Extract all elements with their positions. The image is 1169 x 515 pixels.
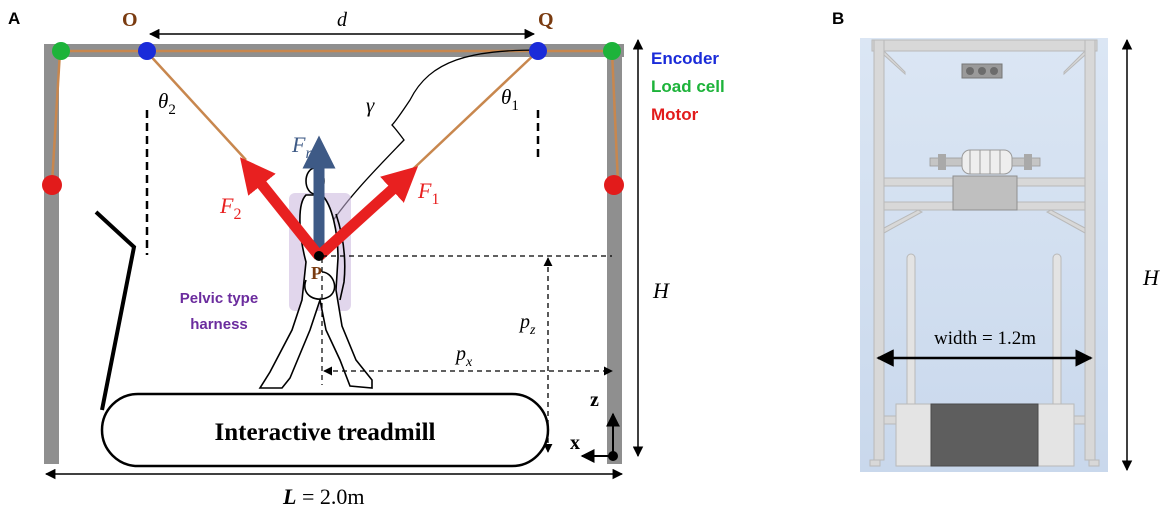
motor-left-marker <box>42 175 62 195</box>
harness-label-line2: harness <box>190 316 248 333</box>
axis-x-label: x <box>570 432 580 454</box>
gamma-brace <box>329 49 541 226</box>
render-motor-housing <box>952 175 1018 211</box>
force-f2-label: F2 <box>219 193 241 223</box>
height-h-label-a: H <box>652 278 670 303</box>
motor-right-marker <box>604 175 624 195</box>
render-brace-bl <box>883 209 924 234</box>
render-background <box>860 38 1108 472</box>
width-label: width = 1.2m <box>934 328 1036 349</box>
height-h-label-b: H <box>1142 265 1160 290</box>
px-label: px <box>454 343 473 370</box>
render-bearing-right <box>1024 154 1032 170</box>
render-bearing-left <box>938 154 946 170</box>
render-treadmill-belt <box>930 403 1039 467</box>
harness-label-line1: Pelvic type <box>180 290 258 307</box>
panel-b-label: B <box>832 9 844 28</box>
render-top-beam <box>871 39 1098 52</box>
encoder-right-marker <box>529 42 547 60</box>
cable-left-post <box>50 50 62 185</box>
legend-motor: Motor <box>651 105 699 124</box>
render-pulley-unit <box>961 63 1003 79</box>
render-brace-br <box>1045 209 1086 234</box>
render-brace-tr <box>1063 49 1086 76</box>
render-post-right <box>1084 39 1096 461</box>
force-f1-label: F1 <box>417 178 439 208</box>
legend: Encoder Load cell Motor <box>651 49 725 124</box>
treadmill-handrail <box>94 210 137 411</box>
force-f1-arrow <box>315 166 419 261</box>
length-l-label: L = 2.0m <box>282 484 364 509</box>
render-post-left <box>873 39 885 461</box>
axis-z-label: z <box>590 389 599 411</box>
cable-left <box>145 50 247 161</box>
gamma-label: γ <box>366 93 375 117</box>
harness-strap <box>304 271 336 300</box>
right-post <box>607 44 622 464</box>
axis-origin <box>608 451 618 461</box>
load-cell-left-marker <box>52 42 70 60</box>
legend-load-cell: Load cell <box>651 77 725 96</box>
render-motor-unit <box>929 149 1041 211</box>
render-pulley-1 <box>966 67 974 75</box>
treadmill-label: Interactive treadmill <box>215 419 436 446</box>
theta2-label: θ2 <box>158 89 176 118</box>
load-cell-right-marker <box>603 42 621 60</box>
theta1-label: θ1 <box>501 85 519 114</box>
distance-d-label: d <box>337 9 348 31</box>
panel-a-label: A <box>8 9 20 28</box>
point-p-label: P <box>311 263 322 283</box>
render-foot-right <box>1088 459 1100 467</box>
force-fr-label: Fr <box>291 132 312 162</box>
cable-right <box>411 50 539 171</box>
force-f2-arrow <box>240 157 324 260</box>
render-handrail-left <box>906 253 916 415</box>
panel-b: B <box>832 9 1160 472</box>
point-q-label: Q <box>538 9 554 31</box>
render-foot-left <box>869 459 881 467</box>
point-o-label: O <box>122 9 138 31</box>
render-handrail-right <box>1052 253 1062 415</box>
pz-label: pz <box>518 311 536 338</box>
treadmill-body <box>100 392 550 468</box>
cables <box>50 49 620 185</box>
encoder-left-marker <box>138 42 156 60</box>
panel-a: A <box>8 9 725 509</box>
render-pulley-3 <box>990 67 998 75</box>
render-pulley-2 <box>978 67 986 75</box>
person-arm <box>335 213 346 301</box>
legend-encoder: Encoder <box>651 49 719 68</box>
render-brace-tl <box>883 49 906 76</box>
cable-right-post <box>610 50 620 185</box>
